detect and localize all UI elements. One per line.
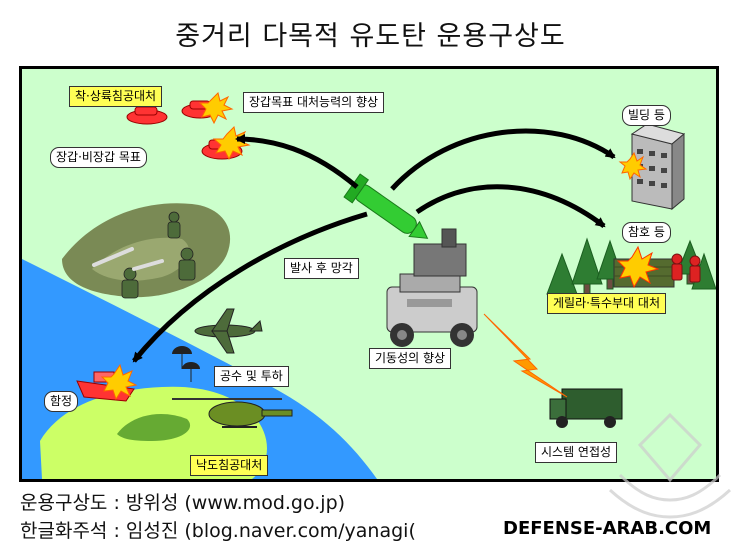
enemy-tank-1 [126, 106, 168, 125]
diagram-frame: 착·상륙침공대처 장갑·비장갑 목표 장갑목표 대처능력의 향상 빌딩 등 참호… [19, 66, 719, 482]
label-trench: 참호 등 [622, 222, 671, 243]
vehicle [386, 228, 478, 347]
label-armor-capability: 장갑목표 대처능력의 향상 [243, 92, 385, 113]
label-airdrop: 공수 및 투하 [214, 366, 289, 387]
arrow-to-building [390, 128, 616, 191]
guerrilla-soldiers [671, 253, 701, 283]
arrow-to-ship [132, 211, 368, 363]
diagram-scene [22, 69, 716, 479]
helicopter [172, 398, 293, 428]
label-system-link: 시스템 연접성 [535, 442, 618, 463]
ship-explosion [100, 363, 138, 401]
credit-line-2: 한글화주석 : 임성진 (blog.naver.com/yanagi( [20, 520, 416, 542]
lightning-bolt [483, 313, 568, 398]
label-armor-target: 장갑·비장갑 목표 [50, 147, 147, 168]
label-fire-forget: 발사 후 망각 [284, 258, 359, 279]
label-mobility: 기동성의 향상 [369, 348, 452, 369]
arrow-to-trench [415, 184, 606, 228]
label-building: 빌딩 등 [622, 105, 671, 126]
label-ship: 함정 [44, 391, 79, 412]
missile [343, 173, 429, 239]
credit-line-1: 운용구상도 : 방위성 (www.mod.go.jp) [20, 492, 346, 514]
soldier-group [121, 211, 196, 299]
transport-aircraft [194, 308, 263, 354]
watermark-emblem [608, 412, 732, 519]
label-airborne: 낙도침공대처 [190, 455, 269, 476]
building-explosion [618, 151, 648, 181]
brand-watermark: DEFENSE-ARAB.COM [503, 518, 712, 539]
trench-explosion [616, 245, 660, 289]
building [630, 123, 686, 211]
explosion-1 [198, 92, 234, 125]
arrow-to-tanks [235, 134, 359, 189]
parachute-group [172, 346, 200, 382]
island-hill [117, 414, 191, 441]
label-landing-attack: 착·상륙침공대처 [69, 86, 163, 107]
label-guerrilla: 게릴라·특수부대 대처 [547, 293, 666, 314]
command-truck [549, 388, 623, 428]
launcher-tubes [92, 247, 164, 271]
page-title: 중거리 다목적 유도탄 운용구상도 [175, 21, 566, 52]
